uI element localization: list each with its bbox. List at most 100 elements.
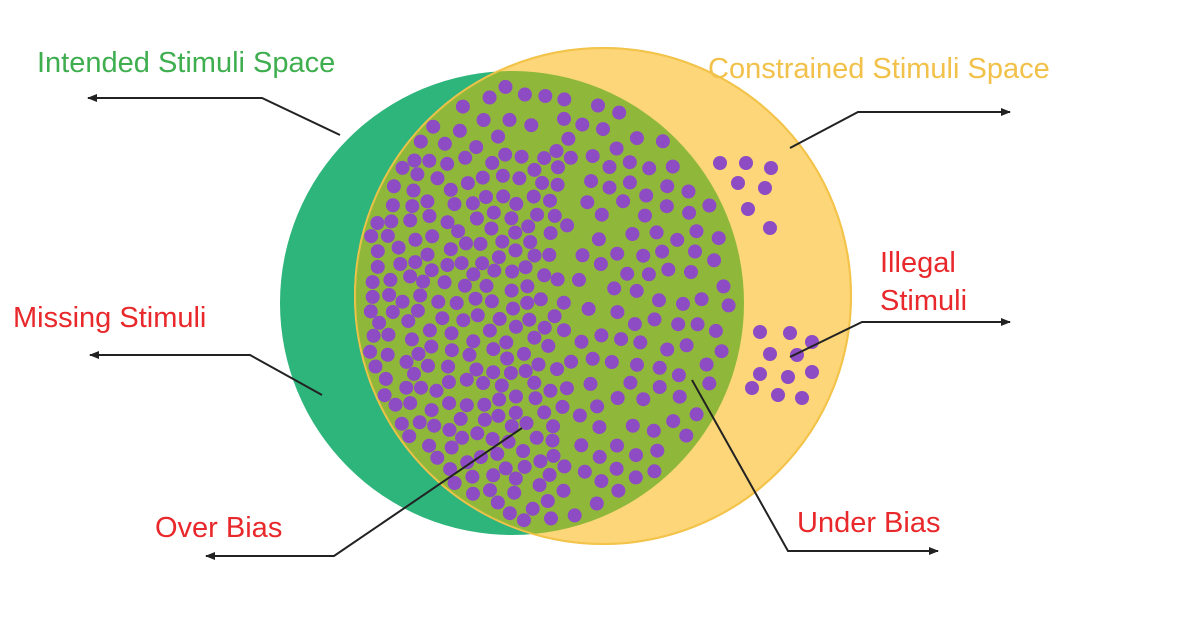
stimulus-dot (805, 365, 819, 379)
over-bias-label: Over Bias (155, 512, 282, 544)
stimulus-dot (422, 438, 437, 453)
stimulus-dot (442, 422, 457, 437)
stimulus-dot (456, 313, 471, 328)
stimulus-dot (652, 380, 667, 394)
stimulus-dot (763, 347, 777, 361)
stimulus-dot (378, 371, 393, 386)
stimulus-dot (542, 247, 557, 262)
stimulus-dot (402, 429, 417, 444)
stimulus-dot (403, 269, 418, 284)
stimulus-dot (519, 416, 534, 431)
stimulus-dot (523, 235, 538, 249)
stimulus-dot (437, 136, 452, 151)
stimulus-dot (537, 405, 552, 420)
stimulus-dot (443, 242, 458, 257)
stimulus-dot (496, 189, 511, 204)
stimulus-dot (543, 383, 558, 398)
stimulus-dot (459, 236, 473, 251)
stimulus-dot (401, 314, 416, 329)
stimulus-dot (575, 117, 590, 132)
stimulus-dot (469, 211, 484, 226)
stimulus-dot (763, 221, 777, 235)
stimulus-dot (591, 232, 606, 247)
stimulus-dot (420, 247, 435, 262)
stimulus-dot (652, 360, 667, 375)
stimulus-dot (753, 325, 767, 339)
stimulus-dot (572, 408, 587, 423)
stimulus-dot (500, 351, 515, 366)
stimulus-dot (413, 288, 428, 303)
stimulus-dot (594, 207, 609, 222)
stimulus-dot (596, 122, 610, 137)
stimulus-dot (721, 298, 736, 313)
stimulus-dot (484, 294, 499, 309)
stimulus-dot (690, 317, 705, 332)
stimulus-dot (422, 153, 437, 168)
stimulus-dot (528, 391, 543, 406)
stimulus-dot (452, 123, 467, 138)
stimulus-dot (547, 309, 562, 324)
stimulus-dot (707, 253, 722, 268)
stimulus-dot (425, 229, 440, 244)
stimulus-dot (404, 332, 419, 347)
stimulus-dot (557, 323, 571, 338)
stimulus-dot (424, 403, 439, 418)
stimulus-dot (424, 263, 439, 278)
stimulus-dot (411, 346, 426, 361)
constrained-stimuli-label: Constrained Stimuli Space (708, 53, 1050, 85)
stimulus-dot (537, 151, 552, 166)
stimulus-dot (475, 256, 490, 271)
stimulus-dot (650, 443, 665, 458)
stimulus-dot (642, 161, 657, 176)
stimulus-dot (681, 184, 696, 199)
stimulus-dot (430, 450, 445, 465)
stimulus-dot (660, 342, 675, 357)
stimulus-dot (702, 376, 717, 391)
stimulus-dot (487, 263, 502, 278)
stimulus-dot (453, 411, 468, 426)
stimulus-dot (391, 240, 406, 255)
stimulus-dot (639, 188, 654, 203)
stimulus-dot (469, 362, 484, 377)
stimulus-dot (466, 334, 481, 349)
illegal-arrow (789, 318, 1011, 358)
stimulus-dot (475, 170, 490, 185)
stimulus-dot (795, 391, 809, 405)
stimulus-dot (560, 218, 575, 233)
stimulus-dot (529, 430, 544, 445)
stimulus-dot (544, 511, 558, 526)
stimulus-dot (393, 257, 408, 271)
stimulus-dot (563, 150, 578, 165)
stimulus-dot (543, 226, 558, 241)
stimulus-dot (490, 495, 505, 510)
stimulus-dot (479, 278, 494, 293)
stimulus-dot (399, 380, 414, 395)
stimulus-dot (583, 376, 598, 391)
stimulus-dot (557, 111, 571, 126)
stimulus-dot (476, 376, 491, 390)
stimulus-dot (647, 464, 662, 479)
stimulus-dot (550, 272, 565, 287)
stimulus-dot (498, 461, 513, 476)
stimulus-dot (363, 344, 378, 359)
stimulus-dot (518, 364, 533, 378)
stimulus-dot (593, 257, 608, 271)
stimulus-dot (422, 323, 437, 338)
stimulus-dot (399, 354, 414, 369)
stimulus-dot (441, 375, 456, 389)
stimulus-dot (689, 224, 704, 239)
stimulus-dot (454, 256, 469, 271)
stimulus-dot (758, 181, 772, 195)
stimulus-dot (457, 278, 472, 293)
stimulus-dot (403, 396, 418, 411)
stimulus-dot (444, 343, 459, 358)
stimulus-dot (383, 272, 398, 287)
stimulus-dot (533, 454, 548, 469)
stimulus-dot (641, 267, 656, 282)
stimulus-dot (380, 347, 395, 362)
stimulus-dot (440, 156, 455, 171)
stimulus-dot (655, 244, 670, 259)
stimulus-dot (625, 227, 640, 241)
stimulus-dot (660, 179, 675, 194)
stimulus-dot (385, 198, 400, 213)
